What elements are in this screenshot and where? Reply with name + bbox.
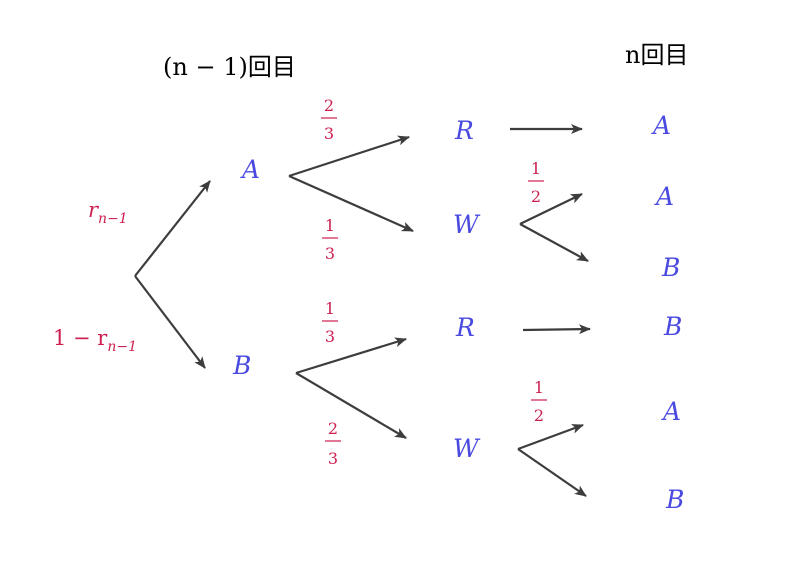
fraction-AW-branch: 1 2 <box>528 159 544 206</box>
fraction-BW-branch: 1 2 <box>531 378 547 425</box>
edge-BW-to-A <box>517 423 584 451</box>
node-A-R-A: A <box>651 111 671 140</box>
edge-B-to-R <box>295 337 407 375</box>
edge-root-to-B <box>134 275 206 369</box>
node-B-W-A: A <box>661 397 681 426</box>
node-B-W: W <box>453 434 481 463</box>
svg-text:3: 3 <box>325 327 335 346</box>
node-A-R: R <box>454 116 474 145</box>
node-A: A <box>240 155 260 184</box>
header-current-round: n回目 <box>625 41 688 69</box>
svg-text:3: 3 <box>324 124 334 143</box>
node-B-R-B: B <box>663 312 682 341</box>
edge-B-to-W <box>295 372 407 439</box>
node-A-W-A: A <box>654 182 674 211</box>
edge-A-to-W <box>288 174 414 233</box>
fraction-A-to-R: 2 3 <box>321 96 337 143</box>
svg-text:1: 1 <box>534 378 544 397</box>
prob-root-to-B: 1 − rn−1 <box>53 326 137 355</box>
node-A-W: W <box>453 210 481 239</box>
node-B-W-B: B <box>665 485 684 514</box>
edge-AW-to-B <box>519 223 589 262</box>
edge-AW-to-A <box>519 193 583 225</box>
svg-text:2: 2 <box>328 419 338 438</box>
header-prev-round: (n − 1)回目 <box>163 53 296 81</box>
svg-text:3: 3 <box>325 244 335 263</box>
svg-text:1: 1 <box>325 299 335 318</box>
node-A-W-B: B <box>661 253 680 282</box>
edge-BW-to-B <box>517 448 587 497</box>
edge-root-to-A <box>134 180 211 277</box>
edge-A-to-R <box>288 135 410 178</box>
svg-text:3: 3 <box>328 449 338 468</box>
node-B: B <box>232 351 251 380</box>
fraction-A-to-W: 1 3 <box>322 216 338 263</box>
fraction-B-to-R: 1 3 <box>322 299 338 346</box>
svg-text:1: 1 <box>325 216 335 235</box>
node-B-R: R <box>455 313 475 342</box>
prob-root-to-A: rn−1 <box>88 198 128 227</box>
edge-BR-to-B <box>522 324 591 335</box>
fraction-B-to-W: 2 3 <box>325 419 341 468</box>
svg-text:2: 2 <box>324 96 334 115</box>
svg-text:2: 2 <box>534 406 544 425</box>
svg-text:1: 1 <box>531 159 541 178</box>
svg-text:2: 2 <box>531 187 541 206</box>
